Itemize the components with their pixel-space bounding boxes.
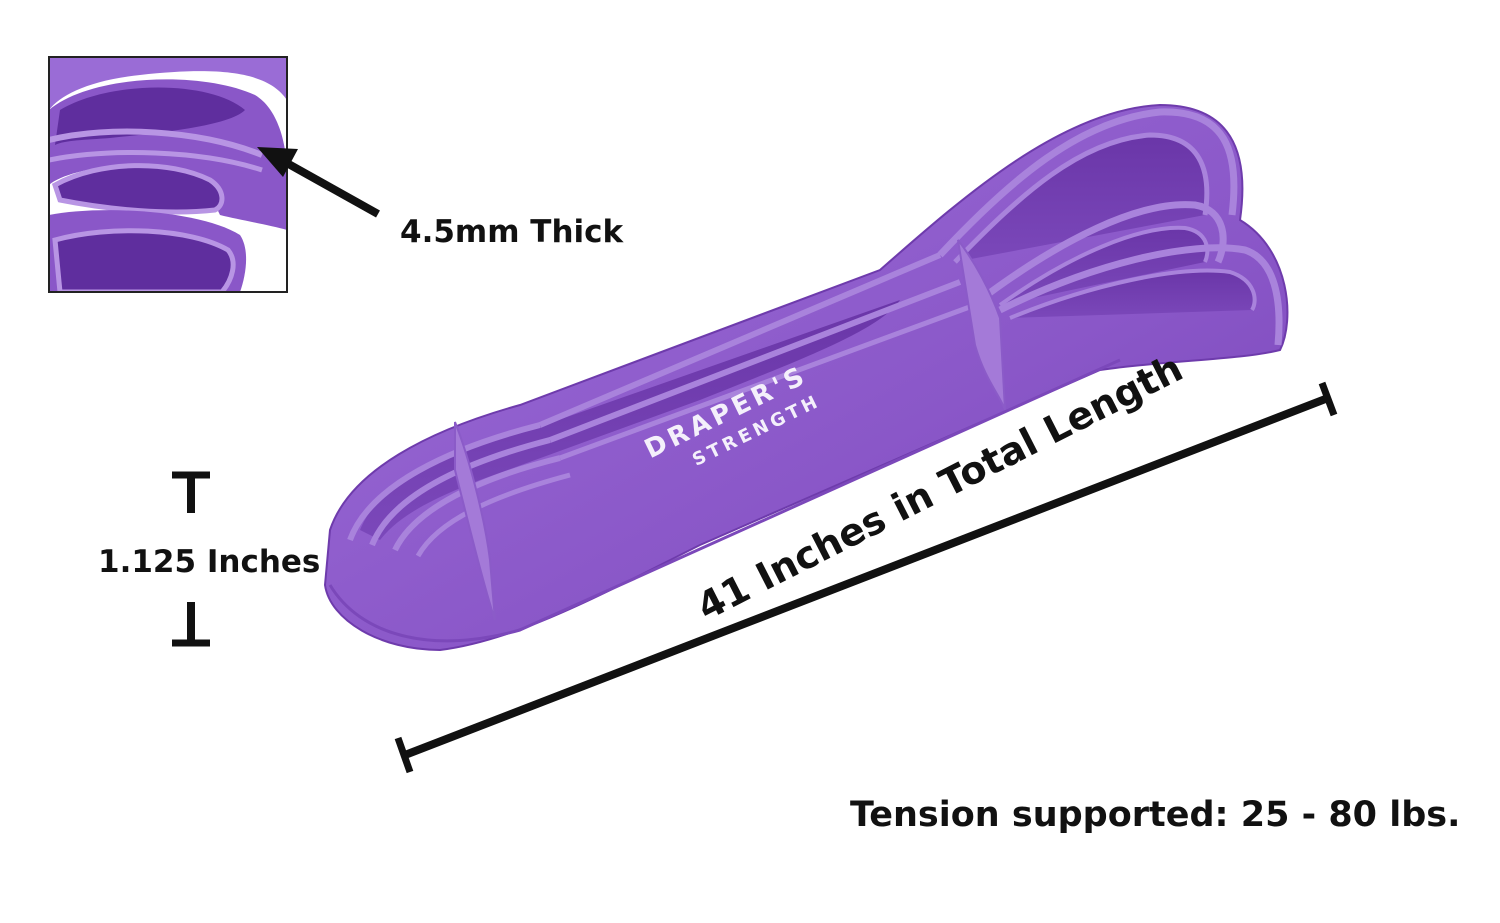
thickness-inset: [48, 56, 288, 293]
thickness-label: 4.5mm Thick: [400, 214, 624, 250]
resistance-band: [323, 103, 1289, 652]
width-label: 1.125 Inches: [98, 544, 321, 580]
tension-label: Tension supported: 25 - 80 lbs.: [850, 795, 1461, 835]
length-dimension-line: [394, 381, 1338, 774]
width-dimension-markers: [172, 471, 210, 647]
thickness-arrow: [257, 147, 380, 218]
